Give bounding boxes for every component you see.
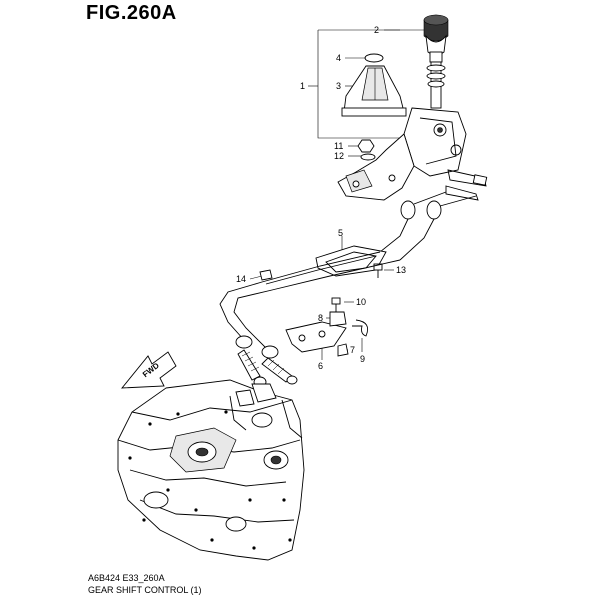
callout-8: 8	[318, 313, 323, 323]
callout-7: 7	[350, 345, 355, 355]
callout-14: 14	[236, 274, 246, 284]
callout-13: 13	[396, 265, 406, 275]
clip-14	[259, 269, 273, 281]
shift-boot	[341, 65, 407, 117]
callout-4: 4	[336, 53, 341, 63]
callout-labels: 2 4 3 1 11 12 5 14 13 10 8 7 9 6	[236, 25, 406, 371]
callout-11: 11	[334, 141, 343, 151]
callout-5: 5	[338, 228, 343, 238]
transmission-assembly	[117, 379, 305, 561]
figure-title: FIG.260A	[86, 2, 177, 24]
shift-lever-shaft	[426, 61, 446, 109]
bolt-13	[373, 263, 383, 278]
callout-9: 9	[360, 354, 365, 364]
diagram-code: A6B424 E33_260A	[88, 573, 165, 583]
boot-ring	[364, 53, 384, 63]
grommet-8	[329, 311, 347, 327]
fwd-direction-badge: FWD	[121, 351, 177, 389]
nut-11	[357, 139, 375, 153]
nut-7	[337, 343, 349, 357]
callout-10: 10	[356, 297, 366, 307]
shift-knob	[423, 14, 449, 63]
callout-12: 12	[334, 151, 344, 161]
callout-2: 2	[374, 25, 379, 35]
callout-3: 3	[336, 81, 341, 91]
shift-cables	[219, 251, 401, 351]
cable-ends-upper	[379, 169, 488, 261]
leader-lines	[249, 29, 432, 360]
washer-12	[360, 153, 376, 161]
diagram-caption: GEAR SHIFT CONTROL (1)	[88, 585, 202, 595]
lever-housing	[337, 107, 467, 201]
clip-9	[352, 319, 369, 337]
callout-1: 1	[300, 81, 305, 91]
callout-6: 6	[318, 361, 323, 371]
cable-bracket-6	[285, 321, 347, 353]
cable-ends-lower	[235, 335, 298, 388]
